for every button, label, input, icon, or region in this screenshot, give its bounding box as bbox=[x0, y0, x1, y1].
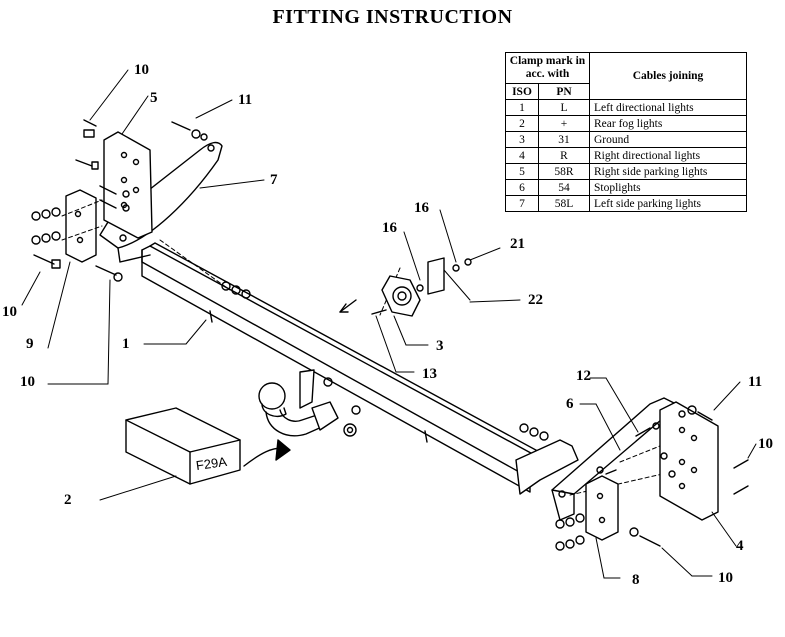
header-cables: Cables joining bbox=[589, 52, 747, 100]
cell-pn: 54 bbox=[538, 179, 590, 196]
callout-6: 6 bbox=[566, 396, 574, 412]
cell-iso: 7 bbox=[505, 195, 539, 212]
header-pn: PN bbox=[538, 83, 590, 100]
callout-10-bottom-left: 10 bbox=[20, 374, 35, 390]
box-label: F29A bbox=[195, 454, 228, 473]
table-row: 6 54 Stoplights bbox=[505, 179, 747, 196]
table-row: 3 31 Ground bbox=[505, 131, 747, 148]
right-small-plate bbox=[585, 475, 619, 541]
leader-lines bbox=[21, 69, 757, 579]
callout-2: 2 bbox=[64, 492, 72, 508]
callout-16-left: 16 bbox=[382, 220, 398, 236]
callout-8: 8 bbox=[632, 572, 640, 588]
cell-iso: 4 bbox=[505, 147, 539, 164]
cell-iso: 6 bbox=[505, 179, 539, 196]
cell-desc: Stoplights bbox=[589, 179, 747, 196]
cell-pn: 58R bbox=[538, 163, 590, 180]
page-title: FITTING INSTRUCTION bbox=[272, 6, 513, 28]
cell-iso: 3 bbox=[505, 131, 539, 148]
cell-iso: 5 bbox=[505, 163, 539, 180]
tow-ball bbox=[258, 369, 361, 437]
cell-pn: 58L bbox=[538, 195, 590, 212]
cell-iso: 2 bbox=[505, 115, 539, 132]
callout-21: 21 bbox=[510, 236, 525, 252]
cell-desc: Rear fog lights bbox=[589, 115, 747, 132]
cell-iso: 1 bbox=[505, 99, 539, 116]
left-bolts bbox=[31, 119, 251, 299]
table-row: 4 R Right directional lights bbox=[505, 147, 747, 164]
left-small-plate bbox=[65, 189, 97, 263]
callout-10-right: 10 bbox=[758, 436, 773, 452]
cell-desc: Right side parking lights bbox=[589, 163, 747, 180]
callout-3: 3 bbox=[436, 338, 444, 354]
callout-11-right: 11 bbox=[748, 374, 762, 390]
arrow-head bbox=[275, 439, 291, 461]
socket-plate bbox=[339, 257, 472, 317]
cables-table: Clamp mark in acc. with Cables joining I… bbox=[505, 52, 747, 212]
callout-10-top: 10 bbox=[134, 62, 149, 78]
callout-22: 22 bbox=[528, 292, 543, 308]
callout-7: 7 bbox=[270, 172, 278, 188]
callout-12: 12 bbox=[576, 368, 591, 384]
right-bolts bbox=[519, 405, 749, 551]
right-arm-bracket bbox=[515, 397, 677, 521]
cell-desc: Left directional lights bbox=[589, 99, 747, 116]
header-clamp: Clamp mark in acc. with bbox=[505, 52, 590, 84]
table-row: 1 L Left directional lights bbox=[505, 99, 747, 116]
cell-desc: Ground bbox=[589, 131, 747, 148]
callout-16-right: 16 bbox=[414, 200, 430, 216]
table-row: 5 58R Right side parking lights bbox=[505, 163, 747, 180]
header-iso: ISO bbox=[505, 83, 539, 100]
callout-1: 1 bbox=[122, 336, 130, 352]
callout-11-left: 11 bbox=[238, 92, 252, 108]
cell-pn: L bbox=[538, 99, 590, 116]
callout-10-left: 10 bbox=[2, 304, 17, 320]
cell-desc: Right directional lights bbox=[589, 147, 747, 164]
table-row: 2 + Rear fog lights bbox=[505, 115, 747, 132]
cell-pn: + bbox=[538, 115, 590, 132]
cell-pn: R bbox=[538, 147, 590, 164]
table-row: 7 58L Left side parking lights bbox=[505, 195, 747, 212]
callout-13: 13 bbox=[422, 366, 437, 382]
cell-pn: 31 bbox=[538, 131, 590, 148]
callout-9: 9 bbox=[26, 336, 34, 352]
right-plate bbox=[659, 401, 719, 521]
left-plate bbox=[103, 131, 153, 239]
part-box bbox=[125, 407, 241, 485]
callout-5: 5 bbox=[150, 90, 158, 106]
callout-10-bottom-right: 10 bbox=[718, 570, 733, 586]
cell-desc: Left side parking lights bbox=[589, 195, 747, 212]
callout-4: 4 bbox=[736, 538, 744, 554]
